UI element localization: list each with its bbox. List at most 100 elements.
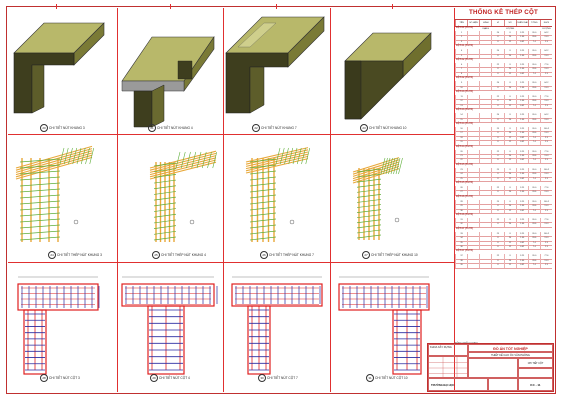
stirrup xyxy=(383,157,388,175)
col-divider-2 xyxy=(223,8,224,392)
table-cell: 0.62 xyxy=(515,263,528,268)
table-cell: 13.3 xyxy=(539,85,552,90)
caption-label: CHI TIẾT NÚT KHUNG 4 xyxy=(157,126,193,130)
table-cell: 8 xyxy=(491,236,503,241)
stirrup xyxy=(356,188,382,193)
table-cell: 22 xyxy=(455,158,467,163)
table-cell: 39 xyxy=(455,263,467,268)
callout-bubble xyxy=(394,217,400,223)
table-cell xyxy=(467,254,479,259)
stirrup xyxy=(279,147,285,165)
table-cell: 26.0 xyxy=(527,218,540,223)
table-cell: 25 xyxy=(455,176,467,181)
stirrup xyxy=(388,157,393,175)
table-cell xyxy=(479,258,491,264)
table-title: THỐNG KÊ THÉP CỘT xyxy=(469,9,538,16)
table-cell: 24 xyxy=(503,236,516,241)
table-cell: 24 xyxy=(503,99,516,104)
table-cell: 8 xyxy=(503,167,516,173)
table-cell: 8 xyxy=(491,140,503,145)
table-cell: 13.3 xyxy=(539,258,552,264)
table-cell: 13.3 xyxy=(539,204,552,209)
stirrup xyxy=(201,151,207,169)
table-cell xyxy=(467,95,479,100)
rebar-cage-view-3 xyxy=(15,145,95,242)
table-cell: 12 xyxy=(503,245,516,250)
stirrup xyxy=(19,212,61,217)
column-section-detail-10 xyxy=(338,276,430,375)
table-cell xyxy=(467,190,479,195)
table-cell: 22 xyxy=(491,186,503,191)
table-cell: 2.9 xyxy=(539,103,552,109)
table-cell: 1.40 xyxy=(515,67,528,72)
table-cell xyxy=(479,81,491,86)
table-cell: 13.3 xyxy=(539,222,552,227)
table-cell xyxy=(479,113,491,118)
table-header-cell: SỐ LƯỢNG xyxy=(503,20,516,30)
stirrup xyxy=(153,230,177,235)
table-cell: 8 xyxy=(491,172,503,177)
stirrup xyxy=(153,213,177,218)
table-cell: 1.40 xyxy=(515,85,528,90)
table-cell: 24 xyxy=(503,85,516,90)
table-cell xyxy=(479,131,491,136)
table-cell: 13.3 xyxy=(539,236,552,241)
detail-number: 25 xyxy=(152,251,160,259)
table-cell: 8 xyxy=(491,39,503,45)
table-cell: 22 xyxy=(491,218,503,223)
stirrup xyxy=(249,206,277,211)
stirrup xyxy=(19,188,61,193)
table-cell xyxy=(479,222,491,227)
table-cell: 7.4 xyxy=(527,140,540,145)
rebar-bar xyxy=(352,163,400,180)
table-cell: 13.3 xyxy=(539,117,552,122)
table-cell: 24 xyxy=(503,222,516,227)
table-cell: 24 xyxy=(503,258,516,264)
stirrup xyxy=(249,182,277,187)
caption-label: CHI TIẾT THÉP NÚT KHUNG 3 xyxy=(57,253,102,257)
table-cell: 1.40 xyxy=(515,35,528,40)
table-cell: 64.2 xyxy=(539,81,552,86)
table-cell: 8 xyxy=(491,85,503,90)
beam-outline xyxy=(338,283,430,311)
column-section-detail-3 xyxy=(17,276,100,375)
table-cell: 3.25 xyxy=(515,149,528,154)
detail-number: 24 xyxy=(48,251,56,259)
stirrup xyxy=(212,151,218,169)
caption-label: CHI TIẾT NÚT CỘT 10 xyxy=(375,376,408,380)
table-header-cell: Ø xyxy=(491,20,503,26)
table-cell xyxy=(467,31,479,36)
table-cell: 0.62 xyxy=(515,135,528,141)
table-cell: 13.3 xyxy=(539,131,552,136)
table-cell: 15 xyxy=(455,117,467,122)
table-cell xyxy=(479,172,491,177)
table-cell: 77.6 xyxy=(539,63,552,68)
company-name: KHOA XÂY DỰNG xyxy=(428,344,468,356)
stirrup xyxy=(19,158,61,163)
drawing-info-cell xyxy=(468,358,518,378)
table-cell: 8 xyxy=(503,31,516,36)
table-cell: 33.6 xyxy=(527,53,540,58)
table-cell: 6 xyxy=(455,63,467,68)
table-cell: 8 xyxy=(503,186,516,191)
stirrup xyxy=(385,157,391,175)
table-cell xyxy=(479,190,491,195)
table-cell xyxy=(467,218,479,223)
table-cell: 9 xyxy=(455,81,467,86)
table-cell xyxy=(467,71,479,77)
stirrup xyxy=(275,147,281,165)
table-cell: 13.3 xyxy=(539,172,552,177)
stirrup xyxy=(19,176,61,181)
table-cell: 33.6 xyxy=(527,117,540,122)
stirrup xyxy=(153,236,177,241)
table-cell: 37 xyxy=(455,254,467,259)
table-cell: 0.62 xyxy=(515,103,528,109)
stirrup xyxy=(249,218,277,223)
